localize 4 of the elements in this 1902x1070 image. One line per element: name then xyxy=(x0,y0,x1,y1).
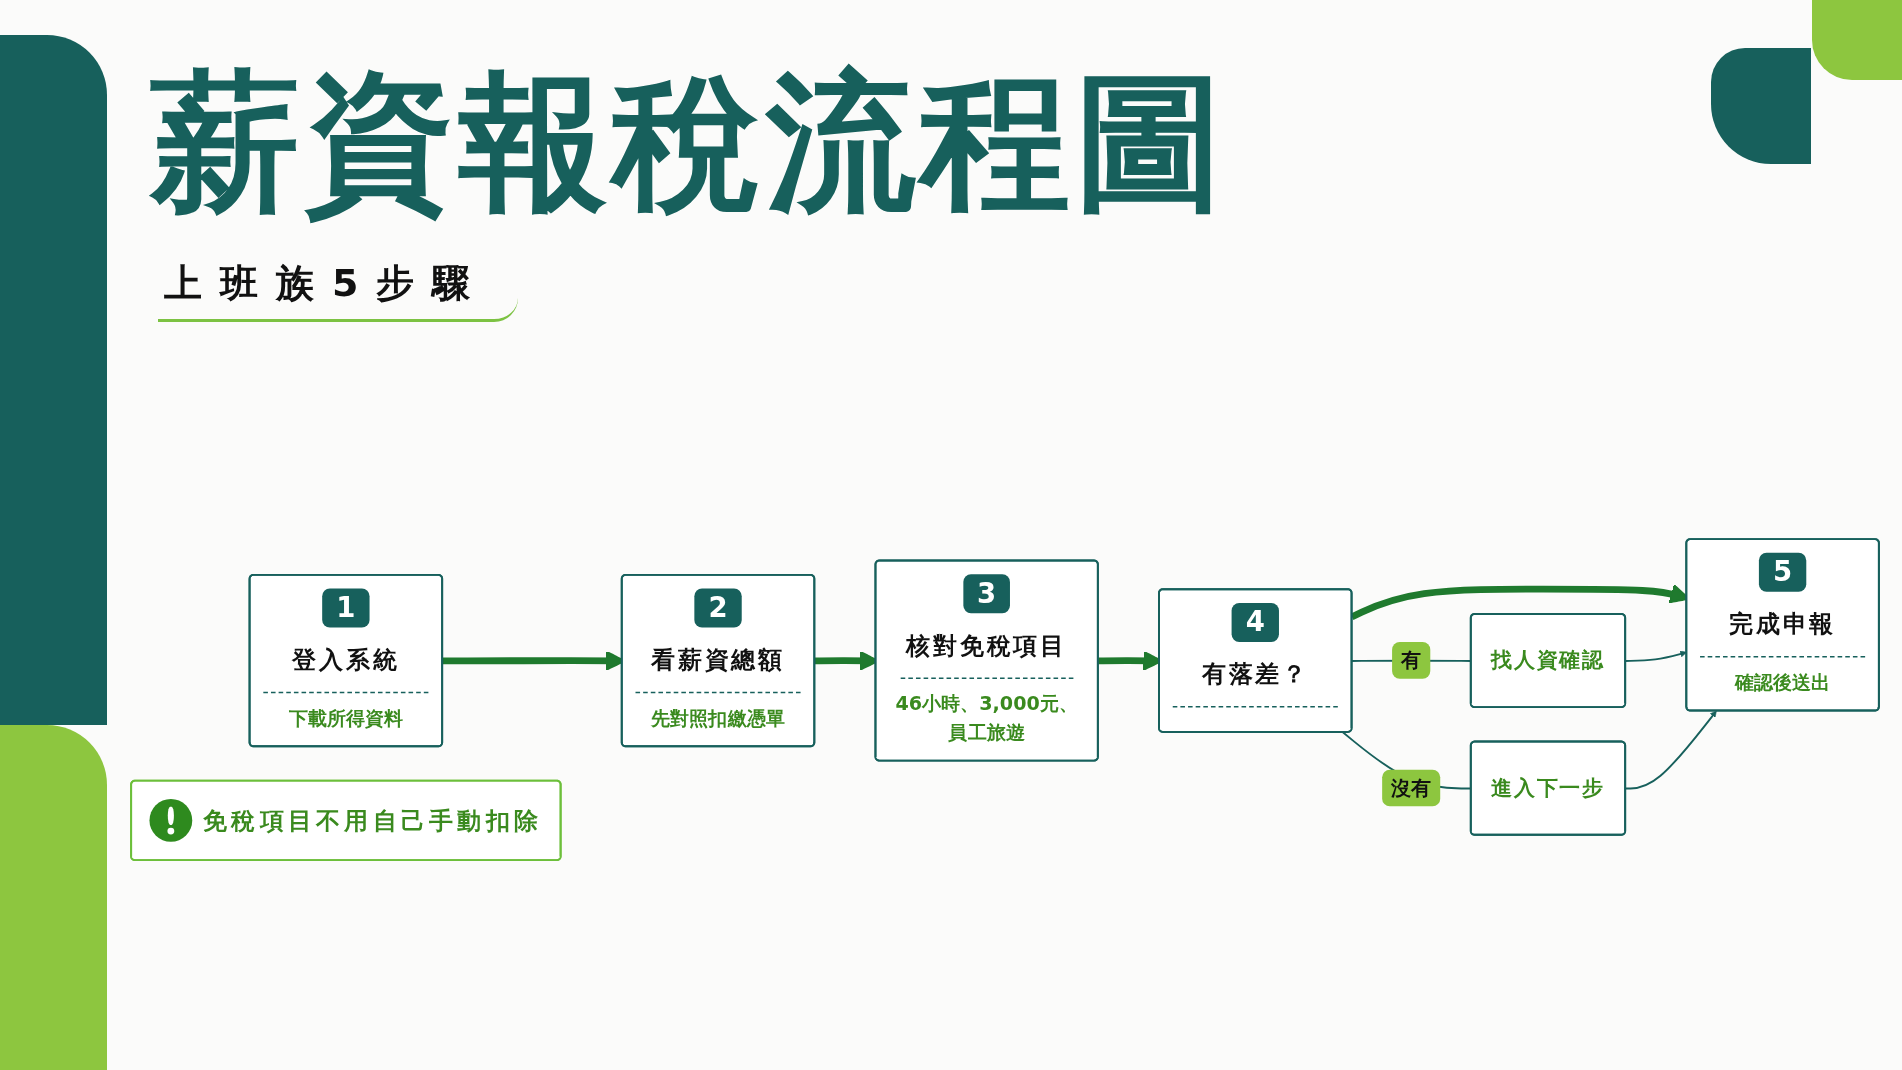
subtitle: 上班族5步驟 xyxy=(158,258,519,322)
title: 薪資報稅流程圖 xyxy=(150,60,1228,225)
edge-label: 沒有 xyxy=(1391,776,1432,800)
edge-label: 有 xyxy=(1401,649,1422,673)
